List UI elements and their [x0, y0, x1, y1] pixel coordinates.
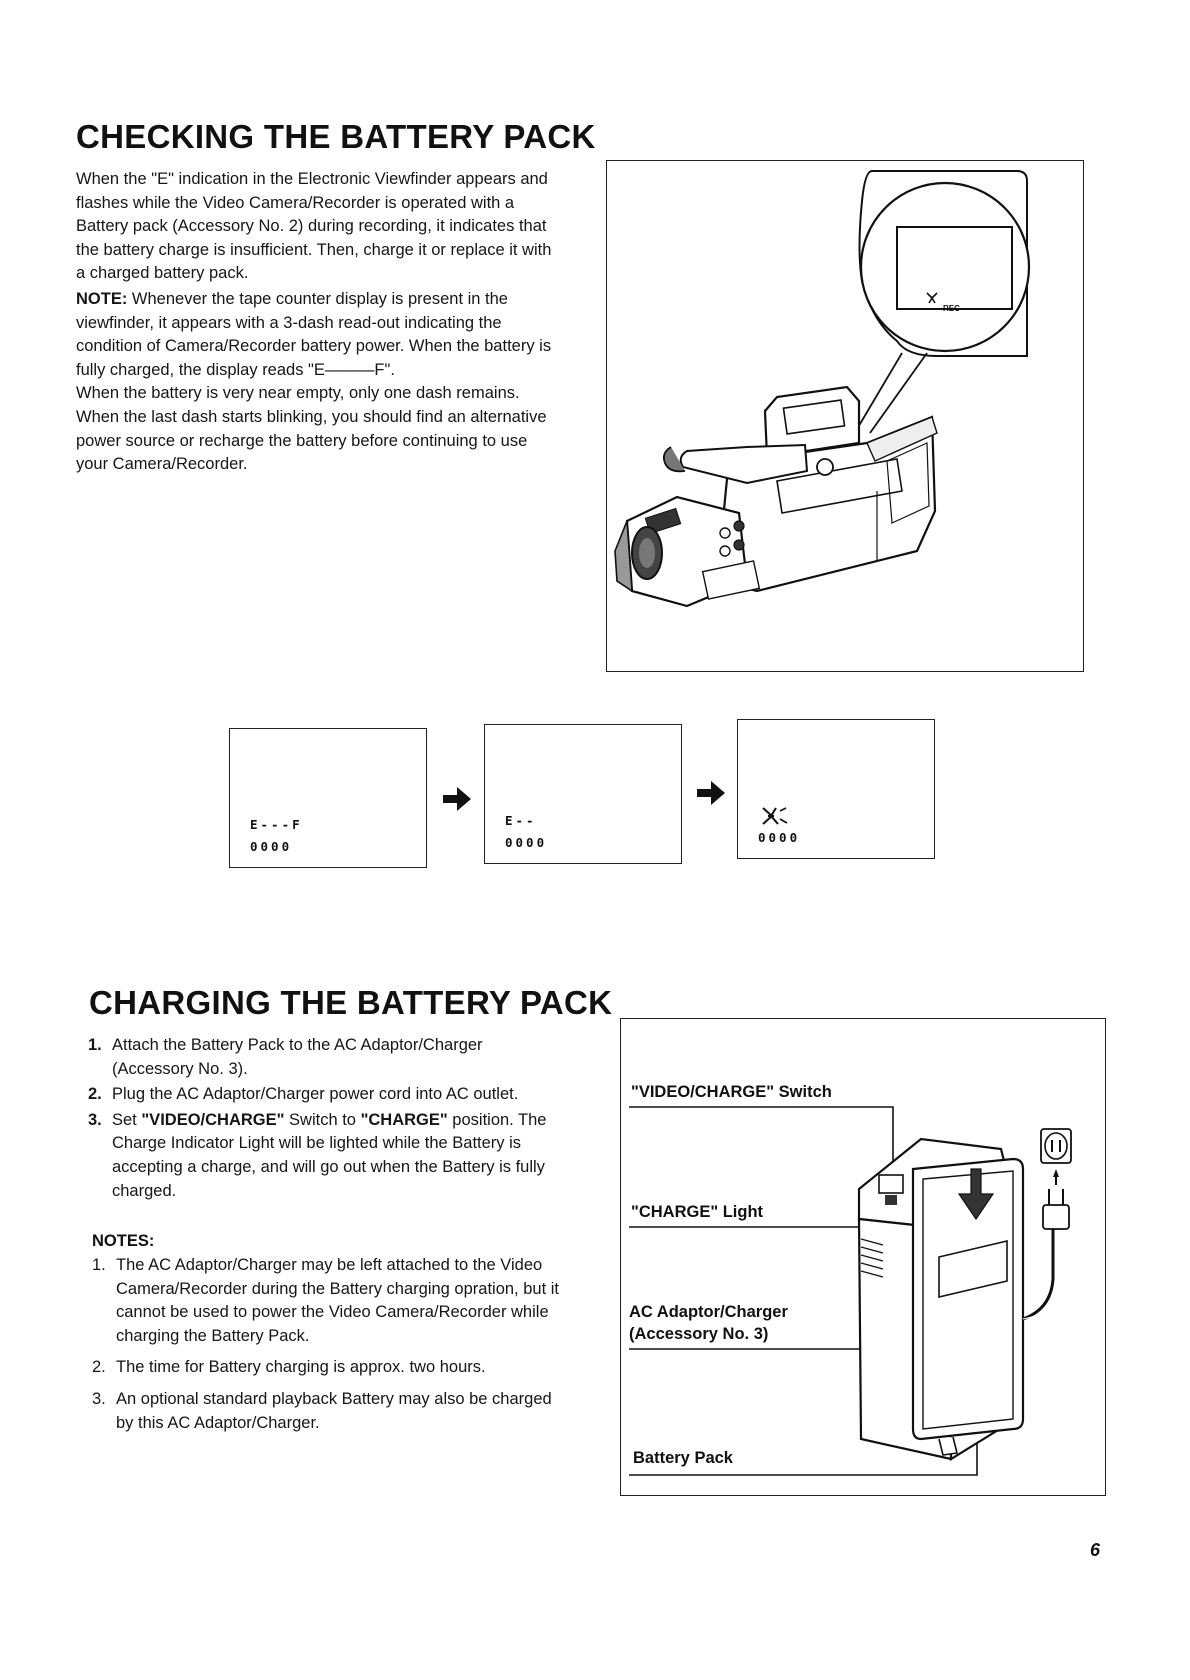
charging-steps: 1.Attach the Battery Pack to the AC Adap…	[88, 1034, 568, 1205]
blinking-e-icon	[762, 807, 788, 825]
empty-battery-paragraph: When the battery is very near empty, onl…	[76, 384, 547, 474]
charging-step: 1.Attach the Battery Pack to the AC Adap…	[88, 1036, 483, 1078]
label-charge-light: "CHARGE" Light	[631, 1203, 764, 1221]
label-battery-pack: Battery Pack	[633, 1449, 733, 1467]
right-arrow-icon	[697, 781, 725, 805]
viewfinder-display-partial: E-- 0000	[484, 724, 682, 864]
note-text: Whenever the tape counter display is pre…	[76, 289, 552, 379]
section-title-charging: CHARGING THE BATTERY PACK	[89, 984, 613, 1021]
viewfinder-display-full: E---F 0000	[229, 728, 427, 868]
notes-heading: NOTES:	[92, 1232, 155, 1250]
charger-illustration	[629, 1106, 1072, 1476]
note-item: 1.The AC Adaptor/Charger may be left att…	[92, 1256, 559, 1345]
note-label: NOTE:	[76, 289, 128, 308]
section-title-checking: CHECKING THE BATTERY PACK	[76, 118, 596, 155]
inset-rec-label: REC	[943, 304, 960, 313]
right-arrow-icon	[443, 787, 471, 811]
viewfinder-display-empty: 0000	[737, 719, 935, 859]
checking-paragraph: When the "E" indication in the Electroni…	[76, 170, 552, 283]
checking-text: When the "E" indication in the Electroni…	[76, 168, 556, 477]
label-accessory-no: (Accessory No. 3)	[629, 1325, 769, 1343]
label-ac-adaptor: AC Adaptor/Charger	[629, 1303, 788, 1321]
charging-step: 2.Plug the AC Adaptor/Charger power cord…	[88, 1085, 519, 1104]
charging-step: 3.Set "VIDEO/CHARGE" Switch to "CHARGE" …	[88, 1110, 547, 1200]
note-item: 3.An optional standard playback Battery …	[92, 1389, 552, 1432]
charging-notes: 1.The AC Adaptor/Charger may be left att…	[92, 1254, 570, 1437]
camera-figure: REC	[606, 160, 1084, 672]
viewfinder-full-indicator: E---F	[250, 817, 303, 832]
page-number: 6	[1090, 1540, 1101, 1560]
viewfinder-full-counter: 0000	[250, 839, 293, 854]
viewfinder-partial-indicator: E--	[505, 813, 537, 828]
note-item: 2.The time for Battery charging is appro…	[92, 1358, 486, 1377]
viewfinder-partial-counter: 0000	[505, 835, 548, 850]
label-video-charge-switch: "VIDEO/CHARGE" Switch	[631, 1083, 832, 1101]
viewfinder-empty-counter: 0000	[758, 830, 801, 845]
note-paragraph: NOTE: Whenever the tape counter display …	[76, 288, 556, 382]
charger-figure: "VIDEO/CHARGE" Switch "CHARGE" Light AC …	[620, 1018, 1106, 1496]
camera-illustration	[614, 170, 1031, 608]
